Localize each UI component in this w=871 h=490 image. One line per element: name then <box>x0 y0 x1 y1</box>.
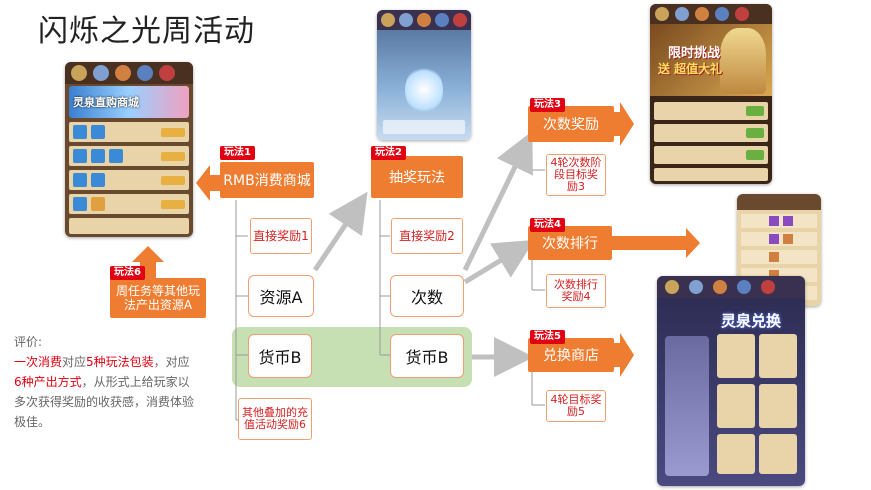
exchange-title: 灵泉兑换 <box>721 312 782 330</box>
claim-button[interactable] <box>746 106 764 116</box>
mode1-label: RMB消费商城 <box>223 173 311 189</box>
buy-button[interactable] <box>161 152 185 161</box>
page-title: 闪烁之光周活动 <box>38 14 255 49</box>
reward4-box: 次数排行奖励4 <box>546 274 606 308</box>
limited-screenshot: 限时挑战 送 超值大礼 <box>650 4 772 184</box>
arrow-mode5-right <box>612 333 634 377</box>
event-icon[interactable] <box>761 280 775 294</box>
exchange-screenshot: 灵泉兑换 <box>657 276 805 486</box>
reward3-box: 4轮次数阶段目标奖励3 <box>546 154 606 196</box>
arrow-res-to-draw <box>312 191 368 272</box>
reward5-box: 4轮目标奖励5 <box>546 390 606 422</box>
event-icon[interactable] <box>417 13 431 27</box>
evaluation-label: 评价: <box>14 335 43 349</box>
exchange-item[interactable] <box>717 434 755 474</box>
arrow-mode1-left <box>196 165 220 201</box>
reward2-label: 直接奖励2 <box>399 228 455 243</box>
event-icon[interactable] <box>399 13 413 27</box>
shop-banner-title: 灵泉直购商城 <box>73 96 139 109</box>
mode3-box: 次数奖励 <box>528 106 614 142</box>
currency-b-left-label: 货币B <box>258 348 302 367</box>
mode2-tag: 玩法2 <box>371 146 406 160</box>
arrow-mode4-right <box>610 228 700 258</box>
claim-button[interactable] <box>746 150 764 160</box>
event-icon[interactable] <box>381 13 395 27</box>
mode2-label: 抽奖玩法 <box>389 170 445 186</box>
reward6-box: 其他叠加的充值活动奖励6 <box>238 398 312 440</box>
event-icon[interactable] <box>689 280 703 294</box>
limited-title-line2: 送 超值大礼 <box>658 62 723 76</box>
event-icon[interactable] <box>435 13 449 27</box>
exchange-item[interactable] <box>717 334 755 378</box>
event-icon[interactable] <box>735 7 749 21</box>
mode4-label: 次数排行 <box>542 236 598 252</box>
currency-b-right-label: 货币B <box>405 348 449 367</box>
mode4-tag: 玩法4 <box>530 218 565 232</box>
reward2-box: 直接奖励2 <box>391 218 463 254</box>
limited-title-line1: 限时挑战 <box>668 46 721 61</box>
reward5-label: 4轮目标奖励5 <box>550 393 602 418</box>
exchange-icon-bar <box>657 276 805 298</box>
draw-crystal[interactable] <box>405 65 443 115</box>
event-icon[interactable] <box>715 7 729 21</box>
exchange-item[interactable] <box>717 384 755 428</box>
resource-a-box: 资源A <box>248 275 314 317</box>
currency-b-right-box: 货币B <box>390 334 464 378</box>
exchange-node-path <box>665 336 709 476</box>
buy-button[interactable] <box>161 128 185 137</box>
event-icon[interactable] <box>115 65 131 81</box>
mode1-box: RMB消费商城 <box>220 162 314 198</box>
mode5-tag: 玩法5 <box>530 330 565 344</box>
reward3-label: 4轮次数阶段目标奖励3 <box>550 156 602 193</box>
event-icon[interactable] <box>93 65 109 81</box>
buy-button[interactable] <box>161 176 185 185</box>
event-icon[interactable] <box>137 65 153 81</box>
mode5-label: 兑换商店 <box>543 348 599 364</box>
event-icon[interactable] <box>675 7 689 21</box>
hero-art <box>720 28 766 94</box>
mode6-box: 周任务等其他玩法产出资源A <box>110 278 206 318</box>
limited-icon-bar <box>650 4 772 24</box>
arrow-mode3-right <box>613 102 634 146</box>
event-icon[interactable] <box>453 13 467 27</box>
exchange-item[interactable] <box>759 334 797 378</box>
reward1-label: 直接奖励1 <box>253 228 309 243</box>
shop-icon-bar <box>65 62 193 84</box>
mode6-label: 周任务等其他玩法产出资源A <box>116 284 201 312</box>
mode6-tag: 玩法6 <box>110 266 145 280</box>
mode1-tag: 玩法1 <box>220 146 255 160</box>
count-box: 次数 <box>390 275 464 317</box>
evaluation-text: 评价: 一次消费对应5种玩法包装，对应6种产出方式，从形式上给玩家以多次获得奖励… <box>14 332 194 432</box>
event-icon[interactable] <box>713 280 727 294</box>
arrow-count-to-rank <box>463 239 535 285</box>
currency-b-left-box: 货币B <box>248 334 312 378</box>
draw-screenshot <box>377 10 471 140</box>
reward6-label: 其他叠加的充值活动奖励6 <box>242 406 308 431</box>
reward1-box: 直接奖励1 <box>250 218 312 254</box>
draw-icon-bar <box>377 10 471 30</box>
buy-button[interactable] <box>161 200 185 209</box>
exchange-item[interactable] <box>759 434 797 474</box>
mode2-box: 抽奖玩法 <box>371 156 463 198</box>
mode3-label: 次数奖励 <box>543 117 599 133</box>
event-icon[interactable] <box>737 280 751 294</box>
event-icon[interactable] <box>71 65 87 81</box>
event-icon[interactable] <box>159 65 175 81</box>
shop-screenshot: 灵泉直购商城 <box>65 62 193 237</box>
event-icon[interactable] <box>695 7 709 21</box>
arrow-count-to-rewards <box>462 131 533 272</box>
reward4-label: 次数排行奖励4 <box>554 278 598 303</box>
event-icon[interactable] <box>665 280 679 294</box>
exchange-item[interactable] <box>759 384 797 428</box>
mode3-tag: 玩法3 <box>530 98 565 112</box>
mode5-box: 兑换商店 <box>528 338 614 372</box>
count-label: 次数 <box>410 288 443 307</box>
resource-a-label: 资源A <box>259 288 303 307</box>
event-icon[interactable] <box>655 7 669 21</box>
claim-button[interactable] <box>746 128 764 138</box>
evaluation-body: 一次消费对应5种玩法包装，对应6种产出方式，从形式上给玩家以多次获得奖励的收获感… <box>14 355 195 429</box>
